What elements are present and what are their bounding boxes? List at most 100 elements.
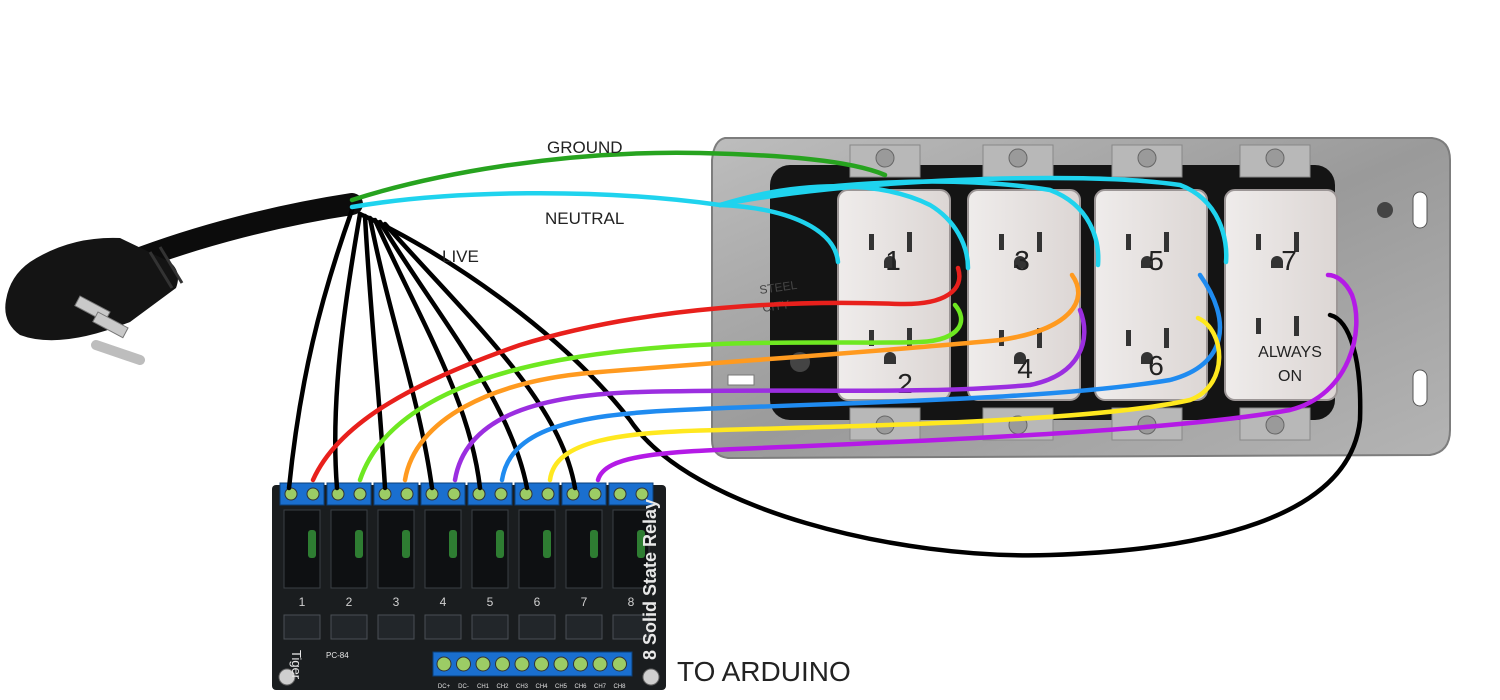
outlet-7-always-on: 7 ALWAYS ON (1224, 144, 1338, 441)
slot-icon (999, 234, 1004, 250)
live-label: LIVE (442, 247, 479, 266)
live-wire (286, 207, 355, 491)
mounting-slot (1412, 369, 1428, 407)
terminal-screw-icon (284, 487, 298, 501)
outlet-number-label: 5 (1148, 245, 1164, 276)
relay-channel: 7 (561, 482, 607, 640)
always-on-label-line-1: ALWAYS (1258, 344, 1322, 361)
switched-wires (310, 265, 1359, 483)
slot-icon (869, 330, 874, 346)
outlet-1-2: 1 2 (837, 144, 951, 441)
fuse-icon (543, 530, 551, 558)
wire-outlet-1 (310, 265, 962, 483)
ground-wire (349, 150, 888, 203)
wire-outlet-4 (452, 307, 1087, 483)
input-pin-label: CH2 (496, 684, 509, 690)
ground-hole-icon (884, 352, 896, 364)
input-terminal-screw-icon (534, 656, 549, 672)
outlet-number-label: 4 (1017, 353, 1033, 384)
wire-outlet-3 (402, 272, 1081, 483)
slot-icon (869, 234, 874, 250)
relay-channel: 2 (326, 482, 372, 640)
slot-icon (1294, 232, 1299, 252)
neutral-wire-trunk (349, 190, 723, 210)
slot-icon (1037, 232, 1042, 252)
knockout-tab (727, 374, 755, 386)
input-terminal-screw-icon (573, 656, 588, 672)
wire-outlet-2 (357, 302, 964, 483)
ground-hole-icon (1141, 256, 1153, 268)
wire-outlet-7 (595, 272, 1359, 483)
screw-icon (1137, 148, 1157, 168)
relay-channel: 5 (467, 482, 513, 640)
outlet-face (1094, 189, 1208, 401)
terminal-screw-icon (566, 487, 580, 501)
neutral-wire (717, 202, 841, 265)
input-terminal-screw-icon (612, 656, 627, 672)
slot-icon (1164, 328, 1169, 348)
neutral-wire (717, 175, 1229, 265)
relay-channel: 3 (373, 482, 419, 640)
wire-outlet-5 (499, 272, 1223, 483)
ground-hole-icon (1141, 352, 1153, 364)
input-terminal-screw-icon (436, 656, 452, 672)
relay-board-side-text: 8 Solid State Relay (640, 499, 660, 660)
input-pin-label: DC+ (438, 684, 451, 690)
always-on-label-line-2: ON (1278, 368, 1302, 385)
live-wire-always-on (357, 211, 1363, 558)
input-terminal-screw-icon (592, 656, 608, 672)
live-wire (332, 211, 363, 491)
input-terminal-screw-icon (553, 656, 569, 672)
box-stamp-line-1: STEEL (758, 278, 798, 297)
live-wire (382, 221, 578, 491)
relay-board-brand: Tiger (289, 650, 304, 680)
fuse-icon (637, 530, 645, 558)
terminal-screw-icon (613, 487, 627, 501)
outlet-number-label: 7 (1281, 245, 1297, 276)
ground-hole-icon (1271, 256, 1283, 268)
relay-channel-number: 1 (299, 595, 306, 609)
plug-body (5, 237, 179, 341)
input-pin-label: CH4 (535, 684, 548, 690)
live-wire (372, 217, 483, 491)
screw-icon (875, 148, 895, 168)
slot-icon (1126, 330, 1131, 346)
relay-driver-circuit (424, 614, 462, 640)
wires (286, 150, 1363, 558)
relay-channel: 8 (608, 482, 654, 640)
mounting-slot (1412, 191, 1428, 229)
neutral-wires (349, 175, 1229, 271)
wire-outlet-6 (547, 315, 1222, 483)
plug-grip-ridges (148, 246, 184, 289)
terminal-screw-icon (588, 487, 602, 501)
slot-icon (1256, 318, 1261, 334)
knockout-hole (1377, 202, 1393, 218)
screw-icon (1265, 415, 1285, 435)
live-wire (362, 213, 388, 491)
live-wire (367, 215, 435, 491)
relay-driver-circuit (330, 614, 368, 640)
relay-driver-circuit (471, 614, 509, 640)
relay-channel-number: 4 (440, 595, 447, 609)
terminal-screw-icon (306, 487, 320, 501)
slot-icon (1256, 234, 1261, 250)
input-pin-label: CH3 (516, 684, 529, 690)
relay-driver-circuit (518, 614, 556, 640)
input-pin-label: CH5 (555, 684, 568, 690)
relay-driver-circuit (377, 614, 415, 640)
terminal-screw-icon (400, 487, 414, 501)
input-pin-label: CH8 (613, 684, 626, 690)
ground-label: GROUND (547, 138, 623, 157)
terminal-screw-icon (447, 487, 461, 501)
relay-channel-number: 2 (346, 595, 353, 609)
terminal-screw-icon (494, 487, 508, 501)
relay-channel: 1 (279, 482, 325, 640)
screw-icon (1265, 148, 1285, 168)
relay-channel-number: 7 (581, 595, 588, 609)
outlet-5-6: 5 6 (1094, 144, 1208, 441)
input-terminal-screw-icon (475, 656, 491, 672)
